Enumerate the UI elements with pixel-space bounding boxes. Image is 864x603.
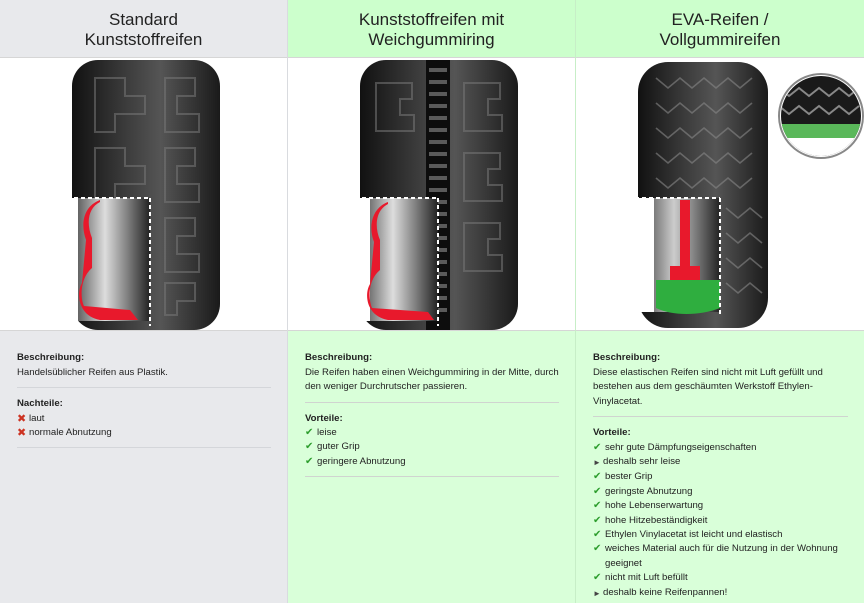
- check-icon: ✔: [593, 471, 602, 483]
- column-title: Kunststoffreifen mit Weichgummiring: [288, 0, 575, 57]
- list-item: ✔geringste Abnutzung: [593, 485, 848, 499]
- check-icon: ✔: [593, 528, 602, 540]
- column-standard: Standard Kunststoffreifen: [0, 0, 288, 603]
- list-item: ✔weiches Material auch für die Nutzung i…: [593, 543, 838, 569]
- list-label: Nachteile:: [17, 398, 63, 409]
- description-label: Beschreibung:: [17, 352, 85, 363]
- list-item: ✔bester Grip: [593, 470, 848, 484]
- list-item: ✔hohe Lebenserwartung: [593, 499, 848, 513]
- list-item: ✔hohe Hitzebeständigkeit: [593, 514, 848, 528]
- column-softring: Kunststoffreifen mit Weichgummiring: [288, 0, 576, 603]
- cross-icon: ✖: [17, 412, 27, 425]
- item-list: ✔leise ✔guter Grip ✔geringere Abnutzung: [305, 426, 559, 469]
- check-icon: ✔: [593, 572, 602, 584]
- list-label: Vorteile:: [305, 412, 343, 424]
- list-item: ✔leise: [305, 426, 559, 440]
- check-icon: ✔: [593, 485, 602, 497]
- cross-icon: ✖: [17, 426, 27, 439]
- tire-image-standard: [0, 57, 287, 331]
- item-list: ✔sehr gute Dämpfungseigenschaften ►desha…: [593, 441, 848, 601]
- description-label: Beschreibung:: [593, 352, 661, 363]
- list-item: ✔sehr gute Dämpfungseigenschaften: [593, 441, 848, 455]
- list-item: ✔nicht mit Luft befüllt: [593, 571, 848, 585]
- list-item: ✔geringere Abnutzung: [305, 455, 559, 469]
- list-item: ►deshalb keine Reifenpannen!: [593, 586, 848, 601]
- arrow-icon: ►: [593, 457, 601, 467]
- description-text: Diese elastischen Reifen sind nicht mit …: [593, 366, 823, 407]
- list-item: ✖laut: [17, 412, 45, 425]
- list-item: ✖normale Abnutzung: [17, 426, 112, 439]
- column-title: Standard Kunststoffreifen: [0, 0, 287, 57]
- arrow-icon: ►: [593, 588, 601, 598]
- check-icon: ✔: [305, 455, 314, 467]
- description-text: Die Reifen haben einen Weichgummiring in…: [305, 366, 559, 393]
- description-label: Beschreibung:: [305, 352, 373, 363]
- check-icon: ✔: [593, 441, 602, 453]
- list-item: ✔guter Grip: [305, 440, 559, 454]
- column-title: EVA-Reifen / Vollgummireifen: [576, 0, 864, 57]
- check-icon: ✔: [305, 427, 314, 438]
- check-icon: ✔: [305, 441, 314, 453]
- list-item: ✔Ethylen Vinylacetat ist leicht und elas…: [593, 528, 848, 542]
- column-eva: EVA-Reifen / Vollgummireifen: [576, 0, 864, 603]
- item-list: ✖laut ✖normale Abnutzung: [17, 412, 271, 441]
- list-label: Vorteile:: [593, 427, 631, 438]
- check-icon: ✔: [593, 543, 602, 555]
- tire-image-softring: [288, 57, 575, 331]
- check-icon: ✔: [593, 514, 602, 526]
- list-item: ►deshalb sehr leise: [593, 455, 848, 470]
- tire-image-eva: [576, 57, 864, 331]
- description-text: Handelsüblicher Reifen aus Plastik.: [17, 366, 168, 378]
- check-icon: ✔: [593, 500, 602, 512]
